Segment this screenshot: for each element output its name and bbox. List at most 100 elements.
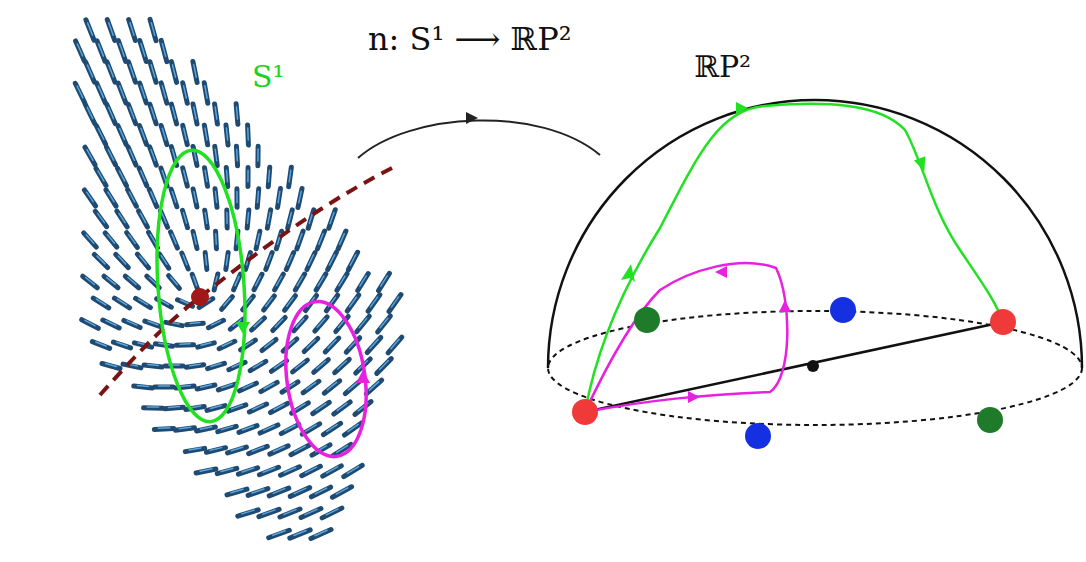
rod-highlight	[194, 234, 196, 244]
director-rod	[288, 210, 293, 228]
director-rod	[117, 211, 127, 227]
director-rod	[169, 276, 180, 289]
director-rod	[337, 274, 347, 291]
rod-highlight	[315, 530, 327, 535]
director-rod	[228, 447, 247, 453]
director-rod	[171, 104, 176, 124]
rod-highlight	[276, 276, 281, 285]
magenta-loop	[277, 296, 376, 461]
director-rod	[186, 365, 203, 368]
rod-highlight	[172, 65, 175, 77]
director-rod	[388, 337, 402, 353]
rod-highlight	[117, 299, 126, 305]
director-rod	[84, 233, 97, 247]
director-rod	[175, 428, 194, 430]
rod-highlight	[294, 531, 306, 536]
director-rod	[245, 125, 251, 145]
rod-highlight	[268, 213, 270, 224]
rod-highlight	[243, 384, 253, 389]
director-rod	[324, 381, 340, 393]
director-rod	[171, 232, 178, 248]
rod-highlight	[98, 213, 105, 222]
rod-highlight	[150, 234, 155, 243]
director-rod	[328, 252, 337, 269]
rod-highlight	[236, 191, 238, 202]
rod-highlight	[256, 276, 261, 285]
rod-highlight	[141, 128, 145, 139]
rod-highlight	[327, 425, 337, 432]
director-rod	[93, 298, 108, 308]
blue-point	[745, 423, 771, 449]
green-image-path	[585, 104, 1003, 412]
rod-highlight	[130, 23, 134, 36]
director-rod	[280, 509, 300, 517]
rod-highlight	[88, 23, 93, 35]
director-rod	[150, 62, 156, 83]
director-rod	[118, 83, 126, 103]
rod-highlight	[162, 213, 166, 223]
arrowhead	[688, 391, 700, 403]
rod-highlight	[108, 192, 114, 202]
director-rod	[218, 384, 235, 390]
rod-highlight	[326, 509, 338, 515]
rod-highlight	[151, 107, 155, 119]
director-rod	[278, 189, 281, 208]
rod-highlight	[107, 235, 114, 244]
rod-highlight	[205, 86, 207, 98]
director-rod	[311, 530, 331, 539]
rod-highlight	[253, 362, 262, 368]
director-rod	[193, 104, 197, 124]
director-rod	[193, 62, 197, 83]
rod-highlight	[330, 212, 334, 223]
rod-highlight	[130, 150, 135, 161]
director-rod	[204, 168, 207, 187]
rod-highlight	[285, 425, 296, 431]
rod-highlight	[97, 256, 105, 264]
director-rod	[118, 126, 126, 145]
rod-highlight	[296, 319, 303, 327]
rod-highlight	[127, 321, 137, 325]
green-point	[977, 407, 1003, 433]
rod-highlight	[87, 107, 93, 118]
director-rod	[285, 296, 296, 311]
director-rod	[187, 323, 204, 325]
director-rod	[317, 231, 324, 249]
rod-highlight	[380, 318, 388, 328]
director-rod	[322, 508, 342, 518]
rod-highlight	[141, 86, 145, 98]
rod-highlight	[266, 298, 272, 306]
director-rod	[118, 168, 127, 185]
rod-highlight	[86, 278, 95, 285]
director-rod	[104, 276, 118, 287]
director-rod	[198, 343, 215, 347]
director-rod	[303, 381, 319, 392]
director-rod	[107, 104, 115, 123]
arrowhead	[356, 370, 370, 383]
arrowhead	[914, 156, 930, 173]
director-rod	[118, 41, 125, 62]
director-rod	[377, 359, 392, 374]
rod-highlight	[348, 424, 358, 431]
director-rod	[357, 316, 370, 331]
director-rod	[234, 274, 241, 290]
rod-highlight	[205, 255, 206, 265]
rod-highlight	[263, 468, 274, 472]
rod-highlight	[161, 256, 167, 265]
director-rod	[107, 20, 114, 41]
director-rod	[266, 253, 272, 270]
director-rod	[182, 253, 188, 269]
director-rod	[355, 402, 371, 415]
rod-highlight	[247, 128, 249, 140]
rod-highlight	[278, 191, 280, 202]
rod-highlight	[350, 255, 356, 265]
rod-highlight	[380, 361, 389, 370]
director-rod	[155, 384, 173, 389]
director-rod	[215, 146, 217, 165]
director-rod	[335, 359, 350, 372]
rod-highlight	[257, 149, 259, 161]
rod-highlight	[318, 276, 324, 286]
rod-highlight	[87, 150, 93, 161]
rod-highlight	[306, 383, 315, 390]
director-rod	[137, 254, 148, 268]
director-rod	[192, 274, 198, 289]
